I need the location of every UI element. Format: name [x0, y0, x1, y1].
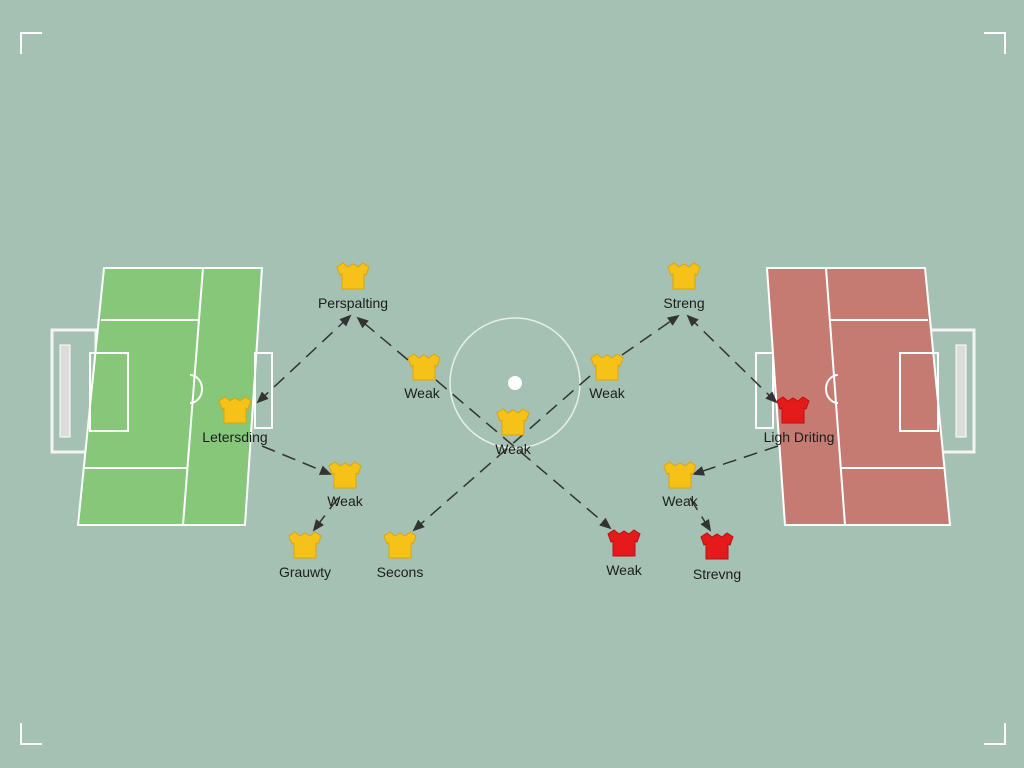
player-node-secons[interactable]: Secons: [377, 531, 424, 580]
player-label: Weak: [404, 385, 441, 401]
player-shirt-icon: [496, 408, 530, 436]
arrow-weak-mid-left-to-perspalting: [356, 316, 409, 361]
player-node-weak-lower-left[interactable]: Weak: [327, 461, 364, 509]
player-label: Weak: [606, 562, 643, 578]
player-node-weak-lower-right[interactable]: Weak: [662, 461, 699, 509]
player-shirt-icon: [667, 262, 701, 290]
right-pitch-surface: [765, 267, 952, 526]
player-label: Weak: [662, 493, 699, 509]
arrow-weak-lower-left-to-grauwty: [312, 497, 339, 532]
left-touchline-box: [254, 352, 273, 429]
player-label: Secons: [377, 564, 424, 580]
right-penalty-box: [899, 352, 939, 432]
player-label: Weak: [327, 493, 364, 509]
player-shirt-icon: [776, 396, 810, 424]
corner-bracket-top-right: [984, 32, 1006, 54]
player-node-streng[interactable]: Streng: [663, 262, 705, 311]
right-pitch: [755, 267, 976, 526]
right-goal-net: [955, 344, 967, 438]
left-pitch: [50, 267, 273, 526]
corner-bracket-bottom-left: [20, 723, 42, 745]
player-node-perspalting[interactable]: Perspalting: [318, 262, 388, 311]
player-shirt-icon: [336, 262, 370, 290]
arrow-weak-mid-right-to-streng: [621, 314, 680, 356]
left-pitch-line-vertical: [182, 267, 204, 526]
player-node-ligh-driting[interactable]: Ligh Driting: [764, 396, 835, 445]
player-node-letersding[interactable]: Letersding: [202, 396, 268, 445]
player-shirt-icon: [407, 353, 441, 381]
center-spot: [508, 376, 522, 390]
arrow-streng-to-ligh-driting: [686, 314, 778, 404]
center-circle: [449, 317, 581, 449]
arrow-weak-lower-right-to-strevng: [689, 497, 712, 532]
player-label: Ligh Driting: [764, 429, 835, 445]
center-circle-group: [449, 317, 581, 449]
player-shirt-icon: [607, 529, 641, 557]
corner-bracket-bottom-right: [984, 723, 1006, 745]
player-label: Grauwty: [279, 564, 331, 580]
arrow-letersding-to-weak-lower-left: [261, 445, 332, 475]
player-label: Weak: [589, 385, 626, 401]
left-penalty-arc: [189, 374, 203, 404]
player-node-weak-mid-left[interactable]: Weak: [404, 353, 441, 401]
player-shirt-icon: [328, 461, 362, 489]
player-shirt-icon: [383, 531, 417, 559]
player-label: Letersding: [202, 429, 267, 445]
left-goal-net: [59, 344, 71, 438]
player-node-grauwty[interactable]: Grauwty: [279, 531, 331, 580]
player-node-strevng[interactable]: Strevng: [693, 532, 741, 582]
player-node-weak-mid-right[interactable]: Weak: [589, 353, 626, 401]
left-pitch-surface: [76, 267, 264, 526]
player-label: Weak: [495, 441, 532, 457]
right-penalty-arc: [825, 374, 839, 404]
right-pitch-line-vertical: [825, 267, 846, 526]
arrow-weak-mid-right-to-secons: [412, 375, 591, 532]
player-shirt-icon: [590, 353, 624, 381]
player-label: Streng: [663, 295, 704, 311]
player-shirt-icon: [218, 396, 252, 424]
arrow-ligh-driting-to-weak-lower-right: [692, 445, 779, 476]
player-shirt-icon: [663, 461, 697, 489]
player-shirt-icon: [700, 532, 734, 560]
player-label: Strevng: [693, 566, 741, 582]
right-touchline-box: [755, 352, 774, 429]
left-penalty-box: [89, 352, 129, 432]
player-node-weak-red[interactable]: Weak: [606, 529, 643, 578]
arrow-weak-mid-left-to-weak-red: [435, 379, 612, 530]
edges-layer: [256, 314, 779, 532]
corner-bracket-top-left: [20, 32, 42, 54]
player-label: Perspalting: [318, 295, 388, 311]
player-node-weak-center[interactable]: Weak: [495, 408, 532, 457]
player-shirt-icon: [288, 531, 322, 559]
